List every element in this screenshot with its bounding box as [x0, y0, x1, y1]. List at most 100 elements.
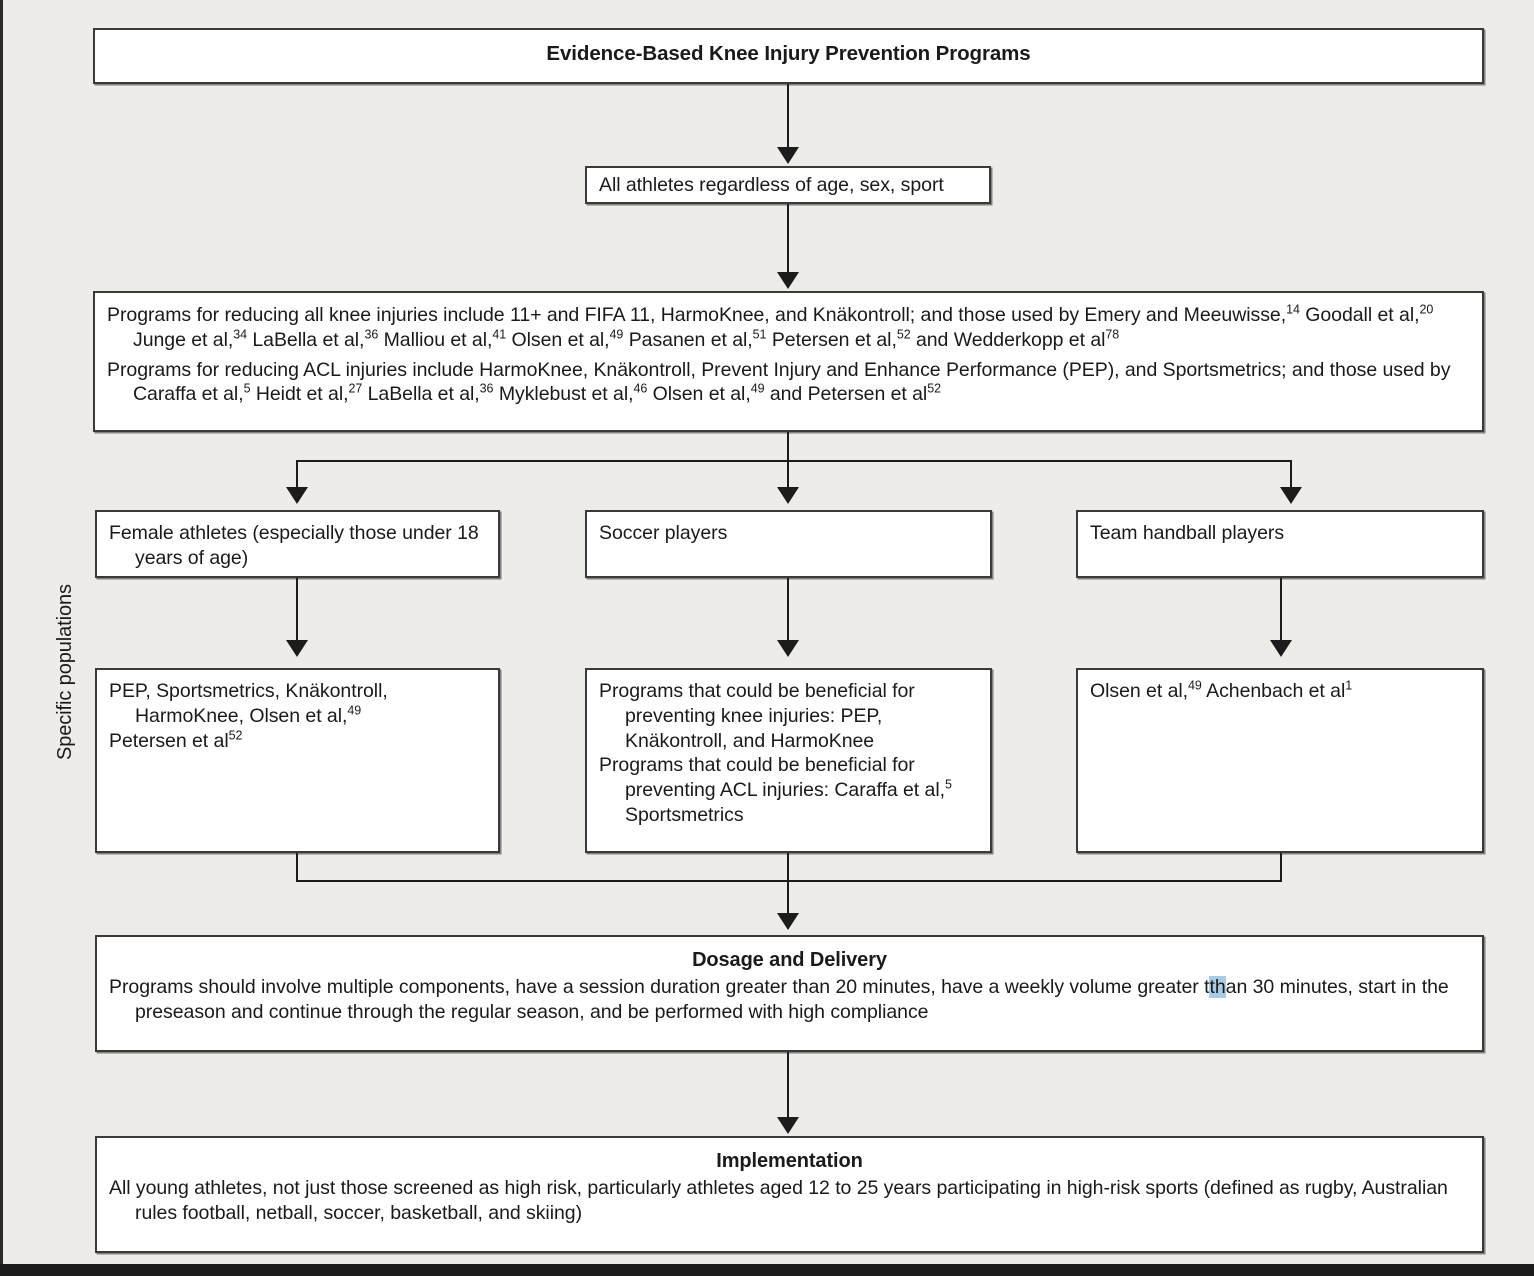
node-programs: Programs for reducing all knee injuries …: [93, 291, 1484, 432]
node-programs-handball: Olsen et al,49 Achenbach et al1: [1076, 668, 1484, 853]
txt: Sportsmetrics: [625, 803, 744, 826]
txt: Petersen et al,: [766, 328, 897, 351]
figure-frame-left: [0, 0, 3, 1276]
connector-merge-female: [296, 853, 298, 882]
node-title-label: Evidence-Based Knee Injury Prevention Pr…: [546, 42, 1031, 65]
node-population-soccer: Soccer players: [585, 510, 992, 578]
connector-merge-stem: [787, 880, 789, 917]
ref-1: 1: [1345, 678, 1353, 693]
txt: Programs should involve multiple compone…: [109, 976, 1210, 998]
node-dosage-heading: Dosage and Delivery: [692, 949, 887, 971]
ref-49: 49: [609, 327, 624, 342]
arrowhead-handball-programs: [1270, 640, 1292, 657]
ref-27: 27: [348, 381, 363, 396]
node-title: Evidence-Based Knee Injury Prevention Pr…: [93, 28, 1484, 84]
connector-dosage-to-implementation: [787, 1052, 789, 1121]
arrowhead-to-implementation: [777, 1117, 799, 1134]
txt: Olsen et al,: [647, 383, 751, 406]
node-all-athletes-label: All athletes regardless of age, sex, spo…: [599, 174, 944, 196]
txt: Programs for reducing ACL injuries inclu…: [107, 358, 1451, 406]
txt: LaBella et al,: [362, 383, 480, 406]
node-population-handball-label: Team handball players: [1090, 522, 1285, 544]
node-programs-female: PEP, Sportsmetrics, Knäkontroll, HarmoKn…: [95, 668, 500, 853]
side-label-specific-populations: Specific populations: [54, 584, 76, 760]
ref-46: 46: [633, 381, 648, 396]
ref-36: 36: [479, 381, 494, 396]
ref-34: 34: [233, 327, 248, 342]
node-programs-soccer: Programs that could be beneficial for pr…: [585, 668, 992, 853]
node-programs-female-line1: PEP, Sportsmetrics, Knäkontroll, HarmoKn…: [109, 679, 486, 729]
connector-all-athletes-to-programs: [787, 204, 789, 276]
txt: LaBella et al,: [247, 328, 365, 351]
arrowhead-to-female: [286, 487, 308, 504]
arrowhead-female-programs: [286, 640, 308, 657]
arrowhead-to-dosage: [777, 913, 799, 930]
txt: Heidt et al,: [250, 383, 349, 406]
connector-merge-bus: [296, 880, 1282, 882]
ref-51: 51: [752, 327, 767, 342]
ref-36: 36: [364, 327, 379, 342]
node-implementation-heading: Implementation: [716, 1150, 863, 1172]
node-dosage-delivery: Dosage and Delivery Programs should invo…: [95, 935, 1484, 1052]
node-programs-line-all-knee: Programs for reducing all knee injuries …: [107, 303, 1470, 353]
ref-5: 5: [944, 777, 952, 792]
arrowhead-to-soccer: [777, 487, 799, 504]
txt: and Wedderkopp et al: [910, 328, 1106, 351]
txt: Petersen et al: [109, 729, 229, 752]
node-population-female: Female athletes (especially those under …: [95, 510, 500, 578]
txt: Programs that could be beneficial for pr…: [599, 754, 945, 801]
txt: and Petersen et al: [764, 383, 928, 406]
node-dosage-body: Programs should involve multiple compone…: [109, 975, 1470, 1025]
node-implementation-body: All young athletes, not just those scree…: [109, 1177, 1448, 1224]
txt: Junge et al,: [133, 328, 234, 351]
text-highlight: th: [1209, 976, 1226, 998]
node-programs-handball-line1: Olsen et al,49 Achenbach et al1: [1090, 679, 1470, 704]
arrowhead-to-handball: [1280, 487, 1302, 504]
ref-41: 41: [492, 327, 507, 342]
ref-5: 5: [243, 381, 251, 396]
connector-branch-female: [296, 460, 298, 490]
connector-title-to-all-athletes: [787, 84, 789, 151]
txt: Programs for reducing all knee injuries …: [107, 304, 1287, 326]
ref-49: 49: [750, 381, 765, 396]
connector-programs-bus: [296, 460, 1291, 462]
ref-52: 52: [927, 381, 941, 396]
connector-soccer-to-programs: [787, 578, 789, 643]
txt: Achenbach et al: [1201, 680, 1346, 702]
node-population-female-label: Female athletes (especially those under …: [109, 522, 479, 569]
figure-frame-top: [0, 0, 1534, 3]
ref-49: 49: [347, 703, 362, 718]
connector-handball-to-programs: [1280, 578, 1282, 643]
txt: Olsen et al,: [506, 328, 610, 351]
connector-merge-handball: [1280, 853, 1282, 882]
txt: Malliou et al,: [378, 328, 493, 351]
node-implementation: Implementation All young athletes, not j…: [95, 1136, 1484, 1253]
arrowhead-soccer-programs: [777, 640, 799, 657]
node-all-athletes: All athletes regardless of age, sex, spo…: [585, 166, 991, 204]
ref-52: 52: [228, 728, 243, 742]
node-programs-line-acl: Programs for reducing ACL injuries inclu…: [107, 358, 1470, 408]
ref-78: 78: [1105, 327, 1120, 342]
ref-52: 52: [896, 327, 911, 342]
node-programs-soccer-line2: Programs that could be beneficial for pr…: [599, 753, 978, 827]
txt: PEP, Sportsmetrics, Knäkontroll, HarmoKn…: [109, 680, 388, 727]
ref-20: 20: [1419, 302, 1434, 317]
txt: an 30 minutes, start in the preseason an…: [135, 976, 1449, 1023]
ref-14: 14: [1286, 302, 1300, 317]
txt: Olsen et al,: [1090, 680, 1189, 702]
connector-branch-soccer: [787, 460, 789, 490]
node-population-soccer-label: Soccer players: [599, 522, 728, 544]
txt: Myklebust et al,: [493, 383, 634, 406]
ref-49: 49: [1188, 678, 1202, 693]
connector-female-to-programs: [296, 578, 298, 643]
connector-programs-stem: [787, 432, 789, 462]
node-population-handball: Team handball players: [1076, 510, 1484, 578]
connector-merge-soccer: [787, 853, 789, 882]
txt: Pasanen et al,: [623, 328, 753, 351]
txt: Goodall et al,: [1299, 304, 1420, 326]
node-programs-female-line2: Petersen et al52: [109, 729, 486, 754]
figure-frame-bottom: [0, 1264, 1534, 1276]
connector-branch-handball: [1290, 460, 1292, 490]
arrowhead-to-all-athletes: [777, 147, 799, 164]
